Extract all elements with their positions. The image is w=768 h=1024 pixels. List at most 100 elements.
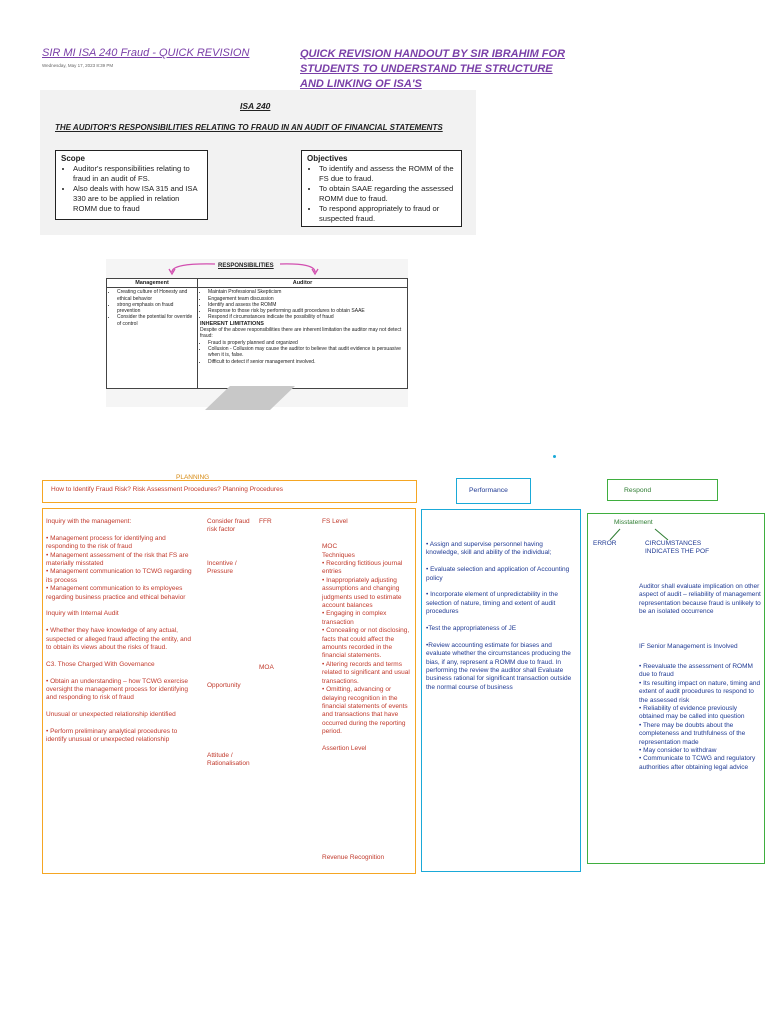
auditor-item: Engagement team discussion	[208, 296, 405, 302]
col-management: Management	[106, 277, 198, 289]
performance-line: •Test the appropriateness of JE	[426, 625, 517, 633]
performance-items: • Assign and supervise personnel having …	[426, 541, 576, 692]
fs-level-line: • Engaging in complex transaction	[322, 610, 387, 626]
respond-header-box: Respond	[607, 479, 718, 501]
limitation-item: Difficult to detect if senior management…	[208, 359, 405, 365]
responsibilities-title: RESPONSIBILITIES	[218, 263, 274, 269]
performance-label: Performance	[469, 487, 508, 494]
circumstances-label: CIRCUMSTANCES INDICATES THE POF	[645, 540, 710, 556]
isa-heading: ISA 240	[240, 101, 271, 111]
planning-line	[46, 619, 198, 627]
planning-header-box: How to Identify Fraud Risk? Risk Assessm…	[42, 480, 417, 503]
planning-line: • Management communication to TCWG regar…	[46, 568, 192, 584]
planning-line: C3. Those Charged With Governance	[46, 660, 155, 668]
planning-line: • Whether they have knowledge of any act…	[46, 627, 192, 652]
planning-line	[46, 526, 198, 534]
factor-title: Consider fraud risk factor	[207, 518, 250, 534]
shadow-shape	[205, 386, 295, 410]
objective-item: To obtain SAAE regarding the assessed RO…	[319, 184, 456, 204]
management-item: strong emphasis on fraud prevention	[117, 302, 195, 315]
fs-level-line: Techniques	[322, 551, 355, 559]
handout-title: QUICK REVISION HANDOUT BY SIR IBRAHIM FO…	[300, 48, 566, 90]
performance-line: • Incorporate element of unpredictabilit…	[426, 591, 558, 616]
planning-line: • Perform preliminary analytical procedu…	[46, 728, 178, 744]
fs-level-line: Assertion Level	[322, 744, 367, 752]
dot-marker	[553, 455, 556, 458]
planning-inquiries: Inquiry with the management: • Management…	[46, 518, 198, 745]
planning-line: • Management communication to its employ…	[46, 585, 186, 601]
planning-line	[46, 602, 198, 610]
management-item: Consider the potential for override of c…	[117, 314, 195, 327]
fs-level-line	[322, 535, 411, 543]
factor-incentive: Incentive / Pressure	[207, 560, 237, 576]
senior-line: • Reevaluate the assessment of ROMM due …	[639, 663, 753, 679]
objective-item: To respond appropriately to fraud or sus…	[319, 204, 456, 224]
scope-item: Auditor's responsibilities relating to f…	[73, 164, 202, 184]
planning-line	[46, 669, 198, 677]
objectives-box: Objectives To identify and assess the RO…	[301, 150, 462, 227]
performance-line	[426, 617, 576, 625]
fs-level-line: FS Level	[322, 518, 348, 525]
planning-line: • Management assessment of the risk that…	[46, 551, 189, 568]
moa-label: MOA	[259, 664, 274, 671]
fs-level-line: • Altering records and terms related to …	[322, 660, 410, 685]
auditor-item: Maintain Professional Skepticism	[208, 289, 405, 295]
objective-item: To identify and assess the ROMM of the F…	[319, 164, 456, 184]
limitation-item: Collusion - Collusion may cause the audi…	[208, 346, 405, 359]
scope-box: Scope Auditor's responsibilities relatin…	[55, 150, 208, 220]
senior-items: • Reevaluate the assessment of ROMM due …	[639, 663, 763, 772]
evaluate-text: Auditor shall evaluate implication on ot…	[639, 583, 761, 616]
performance-header-box: Performance	[456, 478, 531, 504]
fs-level-line: MOC	[322, 543, 338, 551]
senior-line: • Its resulting impact on nature, timing…	[639, 679, 761, 704]
planning-question: How to Identify Fraud Risk? Risk Assessm…	[51, 486, 283, 493]
factor-opportunity: Opportunity	[207, 682, 241, 689]
limitations-title: INHERENT LIMITATIONS	[200, 320, 264, 327]
factor-attitude: Attitude / Rationalisation	[207, 752, 250, 768]
planning-line	[46, 720, 198, 728]
error-label: ERROR	[593, 540, 617, 547]
auditor-item: Response to those risk by performing aud…	[208, 308, 405, 314]
performance-line: • Assign and supervise personnel having …	[426, 541, 552, 557]
fs-level-line	[322, 737, 411, 745]
performance-line	[426, 583, 576, 591]
scope-item: Also deals with how ISA 315 and ISA 330 …	[73, 184, 202, 214]
performance-line: • Evaluate selection and application of …	[426, 566, 570, 582]
planning-line	[46, 652, 198, 660]
performance-line: •Review accounting estimate for biases a…	[426, 641, 572, 691]
senior-title: IF Senior Management is Involved	[639, 643, 738, 650]
planning-content-box	[42, 508, 416, 874]
performance-content-box	[421, 509, 581, 872]
revenue-recognition: Revenue Recognition	[322, 854, 385, 861]
senior-line: • Communicate to TCWG and regulatory aut…	[639, 755, 756, 771]
responsibilities-table: Management Auditor Creating culture of H…	[106, 277, 408, 390]
planning-line: • Obtain an understanding – how TCWG exe…	[46, 677, 188, 702]
fs-level-line: • Concealing or not disclosing, facts th…	[322, 627, 410, 660]
fs-level-line: • Recording fictitious journal entries	[322, 560, 403, 576]
branch-lines-icon	[609, 528, 669, 541]
isa-subheading: THE AUDITOR'S RESPONSIBILITIES RELATING …	[55, 123, 443, 132]
fs-level-line: • Inappropriately adjusting assumptions …	[322, 576, 402, 610]
auditor-item: Respond if circumstances indicate the po…	[208, 314, 405, 320]
fs-level-line	[322, 526, 411, 534]
respond-content-box	[587, 513, 765, 864]
fs-level-line: • Omitting, advancing or delaying recogn…	[322, 686, 408, 736]
senior-line: • May consider to withdraw	[639, 747, 717, 755]
planning-line: Inquiry with the management:	[46, 518, 132, 525]
col-auditor: Auditor	[197, 277, 408, 289]
planning-label: PLANNING	[176, 474, 210, 481]
responsibility-arrows-icon	[168, 263, 319, 276]
note-title: SIR MI ISA 240 Fraud - QUICK REVISION	[42, 47, 250, 59]
performance-line	[426, 558, 576, 566]
planning-line	[46, 703, 198, 711]
planning-line: • Management process for identifying and…	[46, 534, 166, 551]
limitation-item: Fraud is properly planned and organized	[208, 340, 405, 346]
ffr-label: FFR	[259, 518, 272, 525]
senior-line: • Reliability of evidence previously obt…	[639, 705, 745, 721]
objectives-title: Objectives	[307, 154, 348, 163]
respond-label: Respond	[624, 487, 652, 494]
note-date: Wednesday, May 17, 2023 8:39 PM	[42, 63, 114, 68]
limitations-text: Despite of the above responsibilities th…	[200, 327, 402, 340]
scope-title: Scope	[61, 154, 86, 163]
